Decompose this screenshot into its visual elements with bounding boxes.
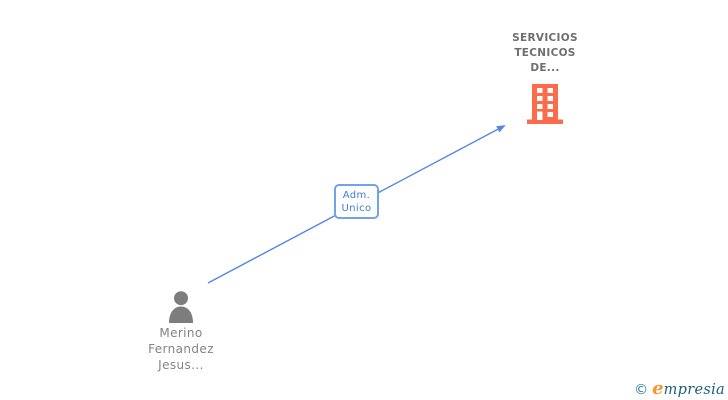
watermark-logo[interactable]: © e mpresia bbox=[634, 378, 725, 399]
company-name-line3: DE... bbox=[530, 62, 560, 74]
brand-name: mpresia bbox=[663, 382, 725, 398]
person-name-line3: Jesus... bbox=[158, 358, 204, 372]
edge-label-line1: Adm. bbox=[342, 189, 371, 201]
building-icon bbox=[527, 84, 563, 124]
person-name-line2: Fernandez bbox=[148, 342, 214, 356]
company-name-line1: SERVICIOS bbox=[512, 32, 578, 44]
copyright-icon: © bbox=[634, 382, 649, 398]
edge-label-line2: Unico bbox=[341, 202, 372, 214]
company-node[interactable]: SERVICIOS TECNICOS DE... bbox=[480, 31, 610, 124]
edge-label-box[interactable]: Adm. Unico bbox=[334, 184, 379, 219]
company-name-label: SERVICIOS TECNICOS DE... bbox=[512, 31, 578, 76]
person-icon bbox=[169, 291, 193, 323]
brand-initial: e bbox=[652, 378, 664, 399]
person-name-line1: Merino bbox=[159, 326, 203, 340]
person-name-label: Merino Fernandez Jesus... bbox=[148, 325, 214, 373]
company-name-line2: TECNICOS bbox=[514, 47, 576, 59]
person-node[interactable]: Merino Fernandez Jesus... bbox=[121, 291, 241, 373]
